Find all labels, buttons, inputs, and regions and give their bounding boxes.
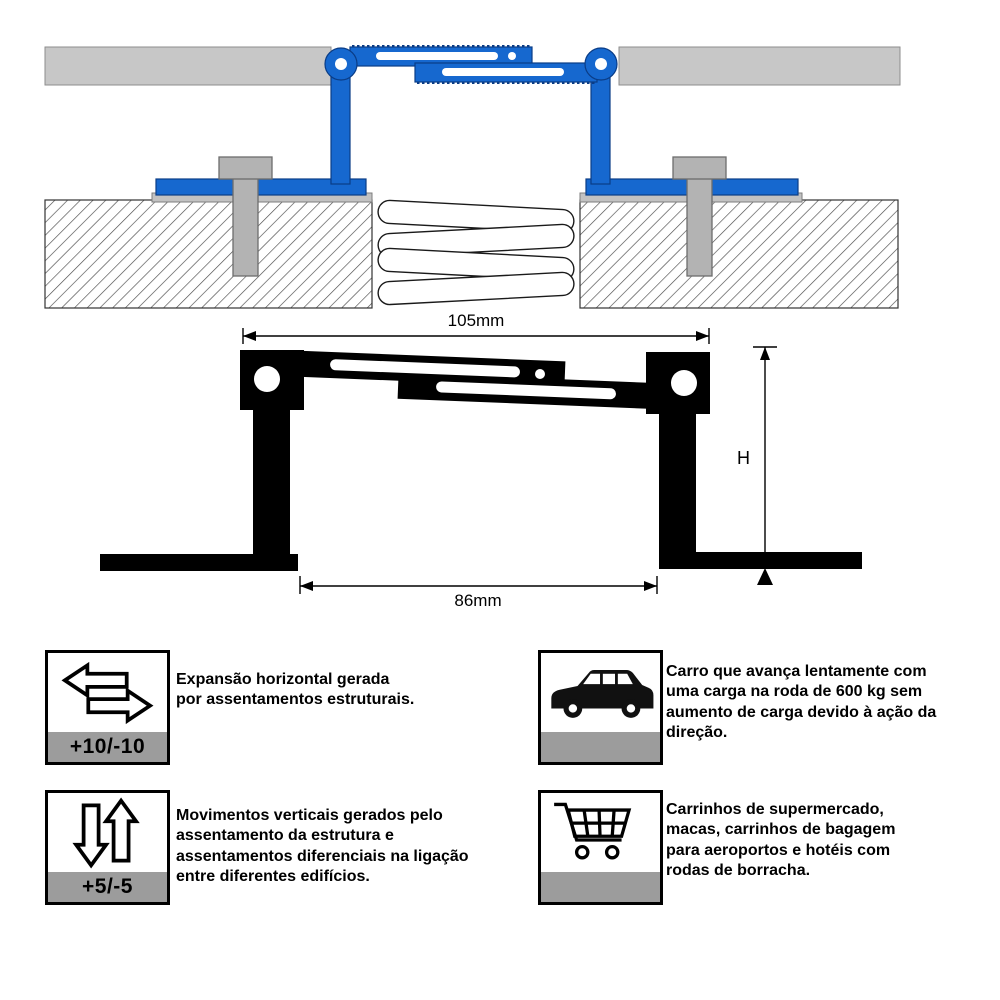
car-icon [541, 653, 660, 732]
dim-top-arrow-right [696, 331, 709, 341]
shopping-cart-icon [541, 793, 660, 872]
floor-covering-left [44, 46, 332, 86]
feature-text-car-load: Carro que avança lentamente com uma carg… [666, 663, 937, 741]
dim-height-arrow-up [760, 347, 770, 360]
feature-text-vertical-movement: Movimentos verticais gerados pelo assent… [176, 807, 469, 885]
car-load-badge [541, 732, 660, 762]
expansion-seal-bellows [377, 199, 575, 306]
dimension-top-width [242, 328, 710, 344]
profile-leg-left [330, 69, 351, 185]
trolleys-badge [541, 872, 660, 902]
concrete-slab-left [44, 199, 373, 309]
dim-height-arrow-bottom [757, 568, 773, 585]
horizontal-arrows-icon [48, 653, 167, 732]
joint-profile-slots [335, 52, 607, 76]
concrete-slab-right [579, 199, 899, 309]
anchor-left [218, 156, 273, 277]
profile-leg-right [590, 69, 611, 185]
anchor-right [672, 156, 727, 277]
feature-box-trolleys [538, 790, 663, 905]
dim-top-arrow-left [243, 331, 256, 341]
installation-cross-section [44, 45, 901, 309]
dim-bottom-label: 86mm [454, 591, 501, 610]
dim-bottom-arrow-right [644, 581, 657, 591]
dim-bottom-arrow-left [300, 581, 313, 591]
dim-top-label: 105mm [448, 311, 505, 330]
feature-box-car-load [538, 650, 663, 765]
floor-covering-right [618, 46, 901, 86]
vertical-arrows-icon [48, 793, 167, 872]
feature-text-trolleys: Carrinhos de supermercado, macas, carrin… [666, 801, 896, 879]
profile-holes [243, 359, 706, 554]
dimension-bottom-width [299, 576, 658, 594]
profile-section-drawing: 105mm [100, 311, 862, 610]
dimension-height [753, 346, 777, 563]
feature-box-horizontal-expansion: +10/-10 [45, 650, 170, 765]
dim-height-label: H [737, 448, 750, 468]
feature-text-horizontal-expansion: Expansão horizontal gerada por assentame… [176, 671, 415, 709]
horizontal-movement-badge: +10/-10 [48, 732, 167, 762]
feature-box-vertical-movement: +5/-5 [45, 790, 170, 905]
technical-diagram: 105mm [44, 45, 901, 610]
vertical-movement-badge: +5/-5 [48, 872, 167, 902]
